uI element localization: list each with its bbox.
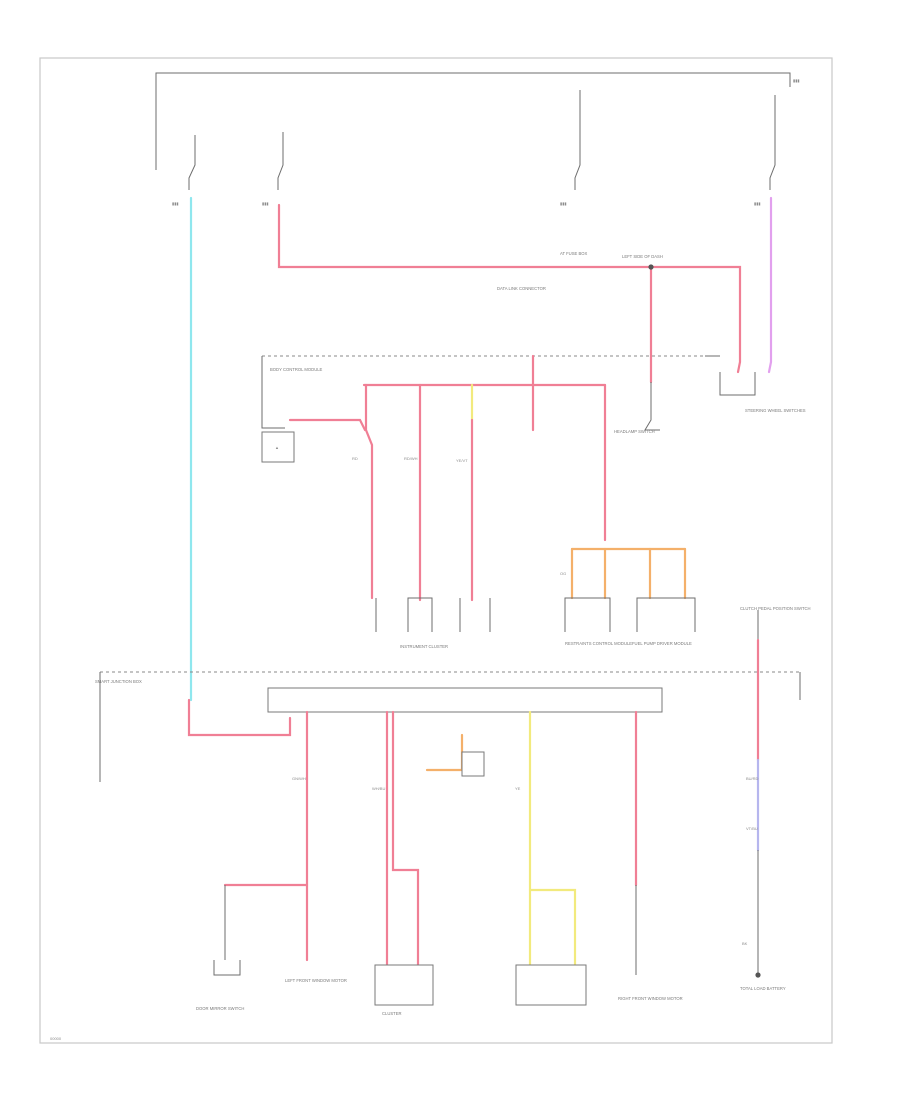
svg-text:RD/WH: RD/WH: [404, 456, 418, 461]
wire-yellow-lower-branch: [528, 888, 577, 967]
top-connectors: ▮▮▮ ▮▮▮ ▮▮▮ ▮▮▮: [172, 90, 776, 206]
svg-text:DATA LINK CONNECTOR: DATA LINK CONNECTOR: [497, 286, 546, 291]
svg-text:LEFT SIDE OF DASH: LEFT SIDE OF DASH: [622, 254, 663, 259]
junction-box-inner: [267, 687, 663, 713]
svg-text:▮▮▮: ▮▮▮: [560, 201, 567, 206]
right-component-box: [719, 372, 756, 396]
wire-red-relay: [288, 418, 367, 432]
svg-text:STEERING WHEEL SWITCHES: STEERING WHEEL SWITCHES: [745, 408, 806, 413]
lower-small-relay: [461, 751, 485, 777]
relay-component: [261, 431, 295, 463]
page-code: 00000: [50, 1036, 62, 1041]
component-labels: SMART JUNCTION BOX LEFT SIDE OF DASH AT …: [95, 251, 811, 1016]
wire-code-labels: RD RD/WH YE/VT BU/RD VT/BU BK GN/WH WH/B…: [292, 456, 759, 946]
wire-red-lower-2b: [391, 710, 420, 967]
top-feed-label: ▮▮▮: [793, 78, 800, 83]
diagram-frame: [39, 57, 833, 1044]
svg-text:VT/BU: VT/BU: [746, 826, 758, 831]
svg-text:CLUTCH PEDAL POSITION SWITCH: CLUTCH PEDAL POSITION SWITCH: [740, 606, 811, 611]
svg-text:▮▮▮: ▮▮▮: [262, 201, 269, 206]
wire-violet: [767, 196, 773, 374]
module-box: [515, 964, 587, 1006]
svg-text:▲: ▲: [275, 445, 279, 450]
svg-text:RIGHT FRONT WINDOW MOTOR: RIGHT FRONT WINDOW MOTOR: [618, 996, 683, 1001]
upper-end-components: [375, 597, 696, 632]
splice-dot-top: [648, 264, 654, 270]
svg-text:RD: RD: [352, 456, 358, 461]
svg-text:HEADLAMP SWITCH: HEADLAMP SWITCH: [614, 429, 655, 434]
svg-text:LEFT FRONT WINDOW MOTOR: LEFT FRONT WINDOW MOTOR: [285, 978, 347, 983]
svg-text:TOTAL LOAD BATTERY: TOTAL LOAD BATTERY: [740, 986, 786, 991]
svg-text:BODY CONTROL MODULE: BODY CONTROL MODULE: [270, 367, 323, 372]
svg-text:SMART JUNCTION BOX: SMART JUNCTION BOX: [95, 679, 142, 684]
svg-text:BU/RD: BU/RD: [746, 776, 759, 781]
wire-red-under-lightblue: [187, 698, 292, 737]
lower-left-switch: [213, 960, 241, 976]
wire-red-top-bus: [277, 203, 742, 374]
svg-text:BK: BK: [742, 941, 748, 946]
upper-module-left-edge: [261, 356, 285, 429]
svg-text:GN/WH: GN/WH: [292, 776, 306, 781]
svg-text:WH/BU: WH/BU: [372, 786, 385, 791]
svg-text:YE: YE: [515, 786, 521, 791]
wire-red-drop-1: [364, 383, 374, 600]
svg-text:AT FUSE BOX: AT FUSE BOX: [560, 251, 588, 256]
svg-text:INSTRUMENT CLUSTER: INSTRUMENT CLUSTER: [400, 644, 448, 649]
cluster-box: [374, 964, 434, 1006]
svg-text:RESTRAINTS CONTROL MODULE: RESTRAINTS CONTROL MODULE: [565, 641, 632, 646]
svg-text:CLUSTER: CLUSTER: [382, 1011, 402, 1016]
top-feed-line: [155, 72, 791, 170]
ground-point: [755, 972, 761, 978]
svg-text:FUEL PUMP DRIVER MODULE: FUEL PUMP DRIVER MODULE: [632, 641, 692, 646]
svg-text:YE/VT: YE/VT: [456, 458, 468, 463]
svg-text:OG: OG: [560, 571, 566, 576]
wire-orange-lower-branch: [425, 733, 464, 772]
svg-text:DOOR MIRROR SWITCH: DOOR MIRROR SWITCH: [196, 1006, 244, 1011]
right-side-stub: [644, 382, 660, 431]
svg-text:▮▮▮: ▮▮▮: [754, 201, 761, 206]
svg-text:▮▮▮: ▮▮▮: [172, 201, 179, 206]
